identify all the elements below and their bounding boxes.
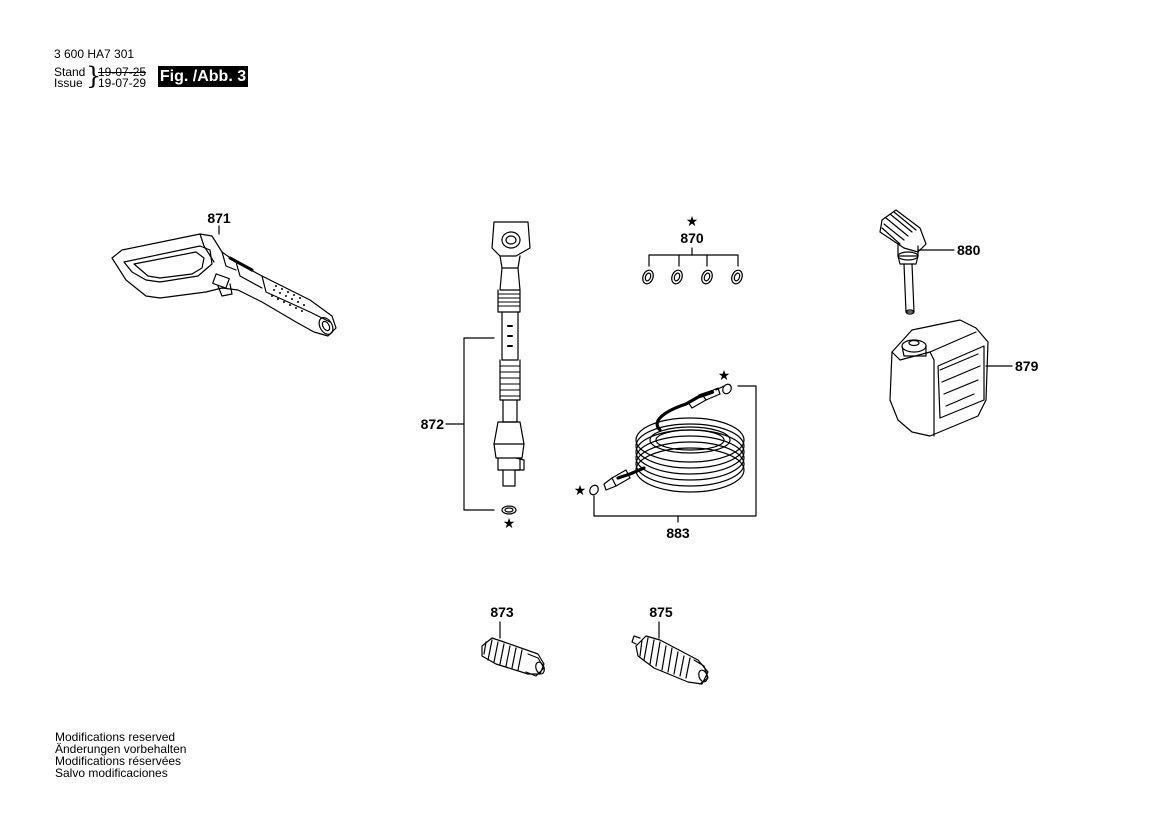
suction-tube-icon <box>879 209 927 315</box>
part-label-880: 880 <box>957 242 981 258</box>
issue-date: 19-07-29 <box>98 76 147 90</box>
brace-symbol: } <box>86 62 102 90</box>
o-ring-set-icon <box>642 247 743 285</box>
detergent-tank-icon <box>889 319 989 437</box>
lance-icon <box>491 221 531 515</box>
part-label-873: 873 <box>490 604 514 620</box>
figure-label: Fig. /Abb. 3 <box>158 66 248 87</box>
notice-line-fr: Modifications réservées <box>55 754 182 768</box>
notice-line-de: Änderungen vorbehalten <box>55 742 187 756</box>
issue-label: Issue <box>54 76 83 90</box>
part-number: 3 600 HA7 301 <box>54 47 135 61</box>
part-label-879: 879 <box>1015 358 1039 374</box>
notice-line-en: Modifications reserved <box>55 730 176 744</box>
star-symbol: ★ <box>718 367 731 383</box>
nozzle-icon <box>481 637 545 677</box>
part-label-875: 875 <box>649 604 673 620</box>
modifications-notice: Modifications reserved Änderungen vorbeh… <box>55 731 186 779</box>
notice-line-es: Salvo modificaciones <box>55 766 168 780</box>
trigger-gun-icon <box>111 233 337 337</box>
stand-label: Stand <box>54 65 86 79</box>
star-symbol: ★ <box>574 482 587 498</box>
bracket-883 <box>593 385 757 517</box>
star-symbol: ★ <box>503 515 516 531</box>
part-label-883: 883 <box>666 525 690 541</box>
part-label-871: 871 <box>207 210 231 226</box>
star-symbol: ★ <box>686 213 699 229</box>
stand-date: 19-07-25 <box>98 65 147 79</box>
rotary-nozzle-icon <box>631 635 709 685</box>
bracket-872 <box>463 337 495 511</box>
part-label-870: 870 <box>680 230 704 246</box>
part-label-872: 872 <box>421 416 445 432</box>
hose-coil-icon <box>589 383 745 496</box>
